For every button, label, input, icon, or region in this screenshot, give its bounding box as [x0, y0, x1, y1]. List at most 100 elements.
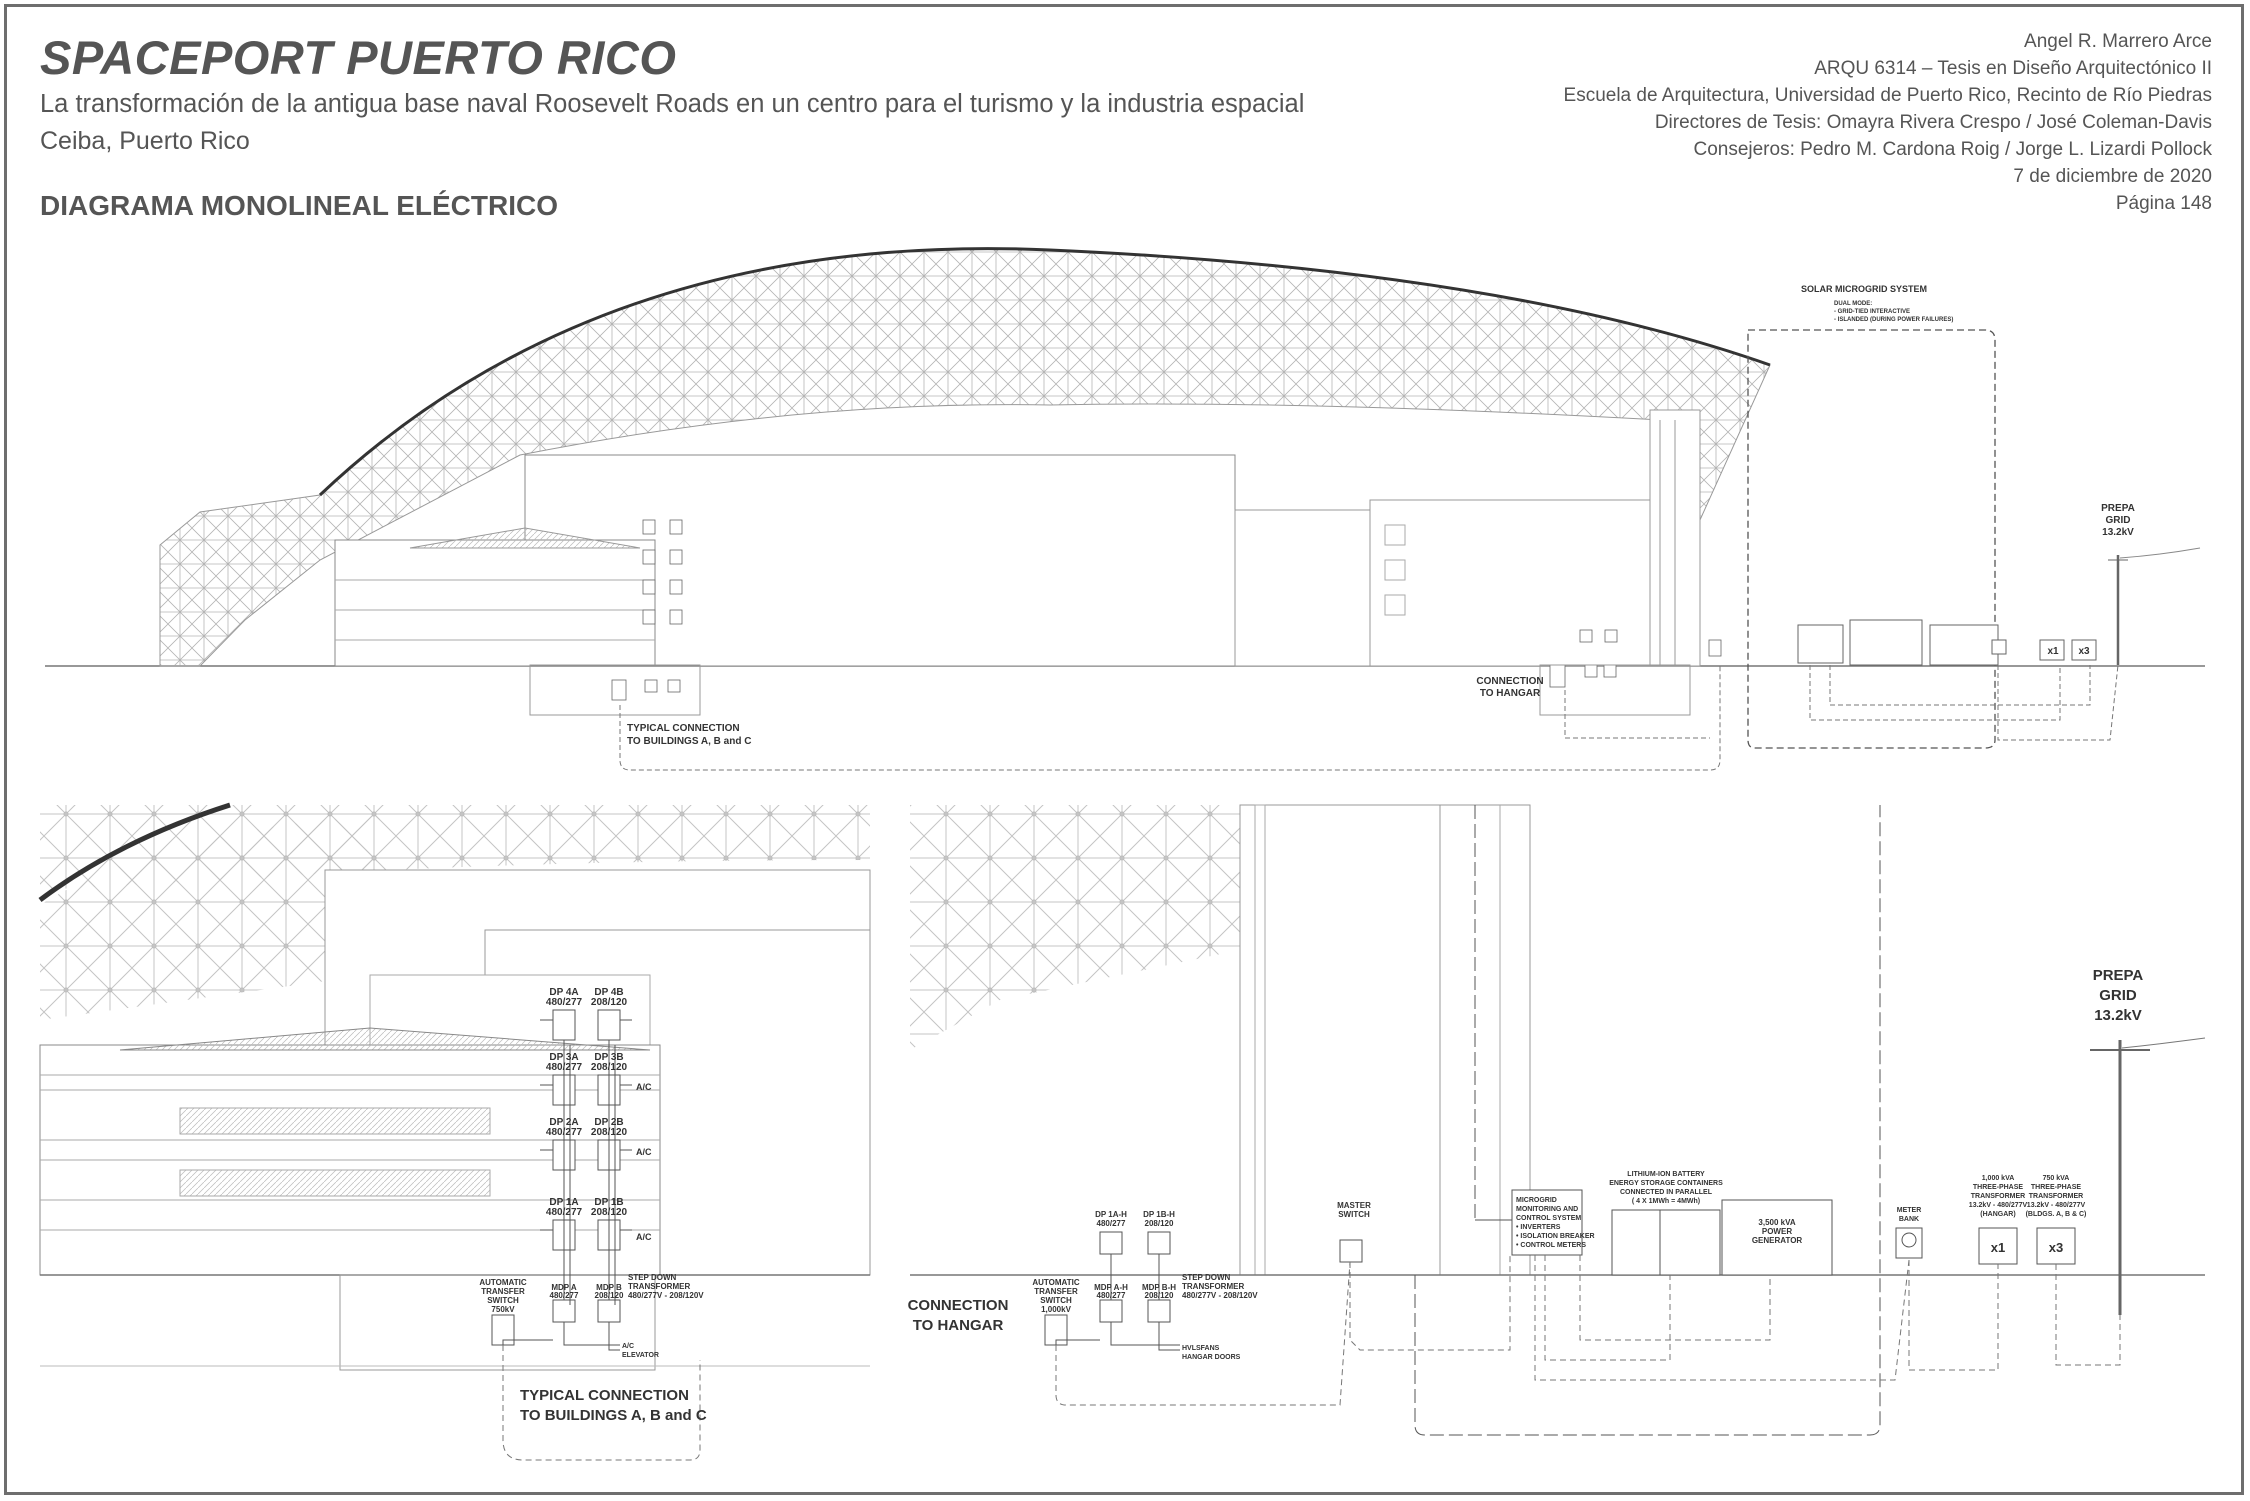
microgrid-5: • CONTROL METERS: [1516, 1242, 1586, 1249]
microgrid-4: • ISOLATION BREAKER: [1516, 1233, 1595, 1240]
typical-connection-left-0: TYPICAL CONNECTION: [520, 1387, 689, 1404]
dp1a-h-voltage: 480/277: [1097, 1219, 1126, 1228]
author: Angel R. Marrero Arce: [2024, 31, 2212, 52]
detail-x1: x1: [1991, 1240, 2005, 1255]
transformer-hangar-2: TRANSFORMER: [1971, 1193, 2025, 1200]
ats-left-2: SWITCH: [487, 1296, 519, 1305]
step-down-right-2: 480/277V - 208/120V: [1182, 1291, 1258, 1300]
project-location: Ceiba, Puerto Rico: [40, 127, 250, 155]
hangar-doors-label: HANGAR DOORS: [1182, 1354, 1241, 1361]
overview-grid-label-1: GRID: [2106, 515, 2131, 526]
solar-mode-0: DUAL MODE:: [1834, 301, 1872, 307]
dp2b-label: DP 2B: [594, 1117, 623, 1128]
battery-3: ( 4 X 1MWh = 4MWh): [1632, 1198, 1700, 1205]
ats-right-0: AUTOMATIC: [1032, 1278, 1079, 1287]
dp3a-label: DP 3A: [549, 1052, 578, 1063]
ats-right-1: TRANSFER: [1034, 1287, 1078, 1296]
project-title: SPACEPORT PUERTO RICO: [40, 31, 677, 84]
dp1b-label: DP 1B: [594, 1197, 623, 1208]
ats-right-3: 1,000kV: [1041, 1305, 1071, 1314]
sheet-title: DIAGRAMA MONOLINEAL ELÉCTRICO: [40, 190, 558, 221]
mdp-b-voltage: 208/120: [595, 1291, 624, 1300]
connection-hangar-0: CONNECTION: [908, 1297, 1009, 1314]
microgrid-3: • INVERTERS: [1516, 1224, 1561, 1231]
step-down-right-0: STEP DOWN: [1182, 1273, 1231, 1282]
mdp-bh-voltage: 208/120: [1145, 1291, 1174, 1300]
microgrid-2: CONTROL SYSTEM: [1516, 1215, 1581, 1222]
generator-1: POWER: [1762, 1227, 1792, 1236]
ats-left-0: AUTOMATIC: [479, 1278, 526, 1287]
dp2a-label: DP 2A: [549, 1117, 578, 1128]
dp4b-label: DP 4B: [594, 987, 623, 998]
dp4a-label: DP 4A: [549, 987, 578, 998]
dp3b-voltage: 208/120: [591, 1062, 628, 1073]
detail-left: DP 4A 480/277 DP 4B 208/120 DP 3A 480/27…: [38, 802, 871, 1461]
battery-1: ENERGY STORAGE CONTAINERS: [1609, 1180, 1723, 1187]
dp3a-voltage: 480/277: [546, 1062, 583, 1073]
step-down-right-1: TRANSFORMER: [1182, 1282, 1244, 1291]
mdp-a-label: MDP A: [551, 1283, 577, 1292]
overview-hangar-connection-1: TO HANGAR: [1480, 688, 1541, 699]
ac-label-1: A/C: [636, 1232, 652, 1242]
directors: Directores de Tesis: Omayra Rivera Cresp…: [1654, 112, 2212, 133]
mdp-a-voltage: 480/277: [550, 1291, 579, 1300]
dp1b-h-label: DP 1B-H: [1143, 1210, 1175, 1219]
dp1a-voltage: 480/277: [546, 1207, 583, 1218]
battery-0: LITHIUM-ION BATTERY: [1627, 1171, 1705, 1178]
step-down-left-0: STEP DOWN: [628, 1273, 677, 1282]
ac-label-3: A/C: [636, 1082, 652, 1092]
ats-left-3: 750kV: [491, 1305, 515, 1314]
transformer-bldgs-4: (BLDGS. A, B & C): [2026, 1211, 2087, 1218]
detail-grid-label-2: 13.2kV: [2094, 1007, 2142, 1024]
project-subtitle: La transformación de la antigua base nav…: [40, 90, 1305, 118]
master-switch-1: SWITCH: [1338, 1210, 1370, 1219]
detail-grid-label-0: PREPA: [2093, 967, 2144, 984]
dp4a-voltage: 480/277: [546, 997, 583, 1008]
overview-typical-connection-0: TYPICAL CONNECTION: [627, 723, 740, 734]
dp4b-voltage: 208/120: [591, 997, 628, 1008]
dp3b-label: DP 3B: [594, 1052, 623, 1063]
transformer-bldgs-1: THREE-PHASE: [2031, 1184, 2082, 1191]
meter-bank-1: BANK: [1899, 1216, 1919, 1223]
overview-elevation: x1 x3 SOLAR MICROGRID SYSTEM DUAL MODE: …: [45, 247, 2205, 771]
drawing-frame: [4, 4, 2244, 1495]
ats-right-2: SWITCH: [1040, 1296, 1072, 1305]
transformer-hangar-0: 1,000 kVA: [1982, 1175, 2015, 1182]
detail-right: DP 1A-H 480/277 DP 1B-H 208/120 AUTOMATI…: [908, 804, 2206, 1436]
dp2a-voltage: 480/277: [546, 1127, 583, 1138]
course: ARQU 6314 – Tesis en Diseño Arquitectóni…: [1814, 58, 2212, 79]
generator-2: GENERATOR: [1752, 1236, 1803, 1245]
step-down-left-2: 480/277V - 208/120V: [628, 1291, 704, 1300]
dp1a-h-label: DP 1A-H: [1095, 1210, 1127, 1219]
solar-mode-2: - ISLANDED (DURING POWER FAILURES): [1834, 317, 1953, 323]
master-switch-0: MASTER: [1337, 1201, 1371, 1210]
step-down-left-1: TRANSFORMER: [628, 1282, 690, 1291]
microgrid-1: MONITORING AND: [1516, 1206, 1578, 1213]
solar-microgrid-title: SOLAR MICROGRID SYSTEM: [1801, 284, 1927, 294]
overview-x1: x1: [2047, 646, 2059, 657]
mdp-bh-label: MDP B-H: [1142, 1283, 1176, 1292]
dp1b-voltage: 208/120: [591, 1207, 628, 1218]
hvls-fans-label: HVLSFANS: [1182, 1345, 1220, 1352]
transformer-hangar-4: (HANGAR): [1980, 1211, 2015, 1218]
typical-connection-left-1: TO BUILDINGS A, B and C: [520, 1407, 707, 1424]
mdp-ah-label: MDP A-H: [1094, 1283, 1128, 1292]
transformer-bldgs-3: 13.2kV - 480/277V: [2027, 1202, 2086, 1209]
transformer-bldgs-2: TRANSFORMER: [2029, 1193, 2083, 1200]
dp1a-label: DP 1A: [549, 1197, 578, 1208]
solar-mode-1: - GRID-TIED INTERACTIVE: [1834, 309, 1910, 315]
microgrid-0: MICROGRID: [1516, 1197, 1557, 1204]
connection-hangar-1: TO HANGAR: [913, 1317, 1004, 1334]
overview-hangar-connection-0: CONNECTION: [1476, 676, 1543, 687]
mdp-b-label: MDP B: [596, 1283, 622, 1292]
transformer-bldgs-0: 750 kVA: [2043, 1175, 2070, 1182]
overview-x3: x3: [2078, 646, 2090, 657]
school: Escuela de Arquitectura, Universidad de …: [1563, 85, 2212, 106]
elevator-label-0: A/C: [622, 1343, 634, 1350]
credits-block: Angel R. Marrero Arce ARQU 6314 – Tesis …: [1564, 28, 2212, 217]
generator-0: 3,500 kVA: [1758, 1218, 1795, 1227]
page-number: Página 148: [2115, 193, 2212, 214]
dp1b-h-voltage: 208/120: [1145, 1219, 1174, 1228]
elevator-label-1: ELEVATOR: [622, 1352, 659, 1359]
dp2b-voltage: 208/120: [591, 1127, 628, 1138]
